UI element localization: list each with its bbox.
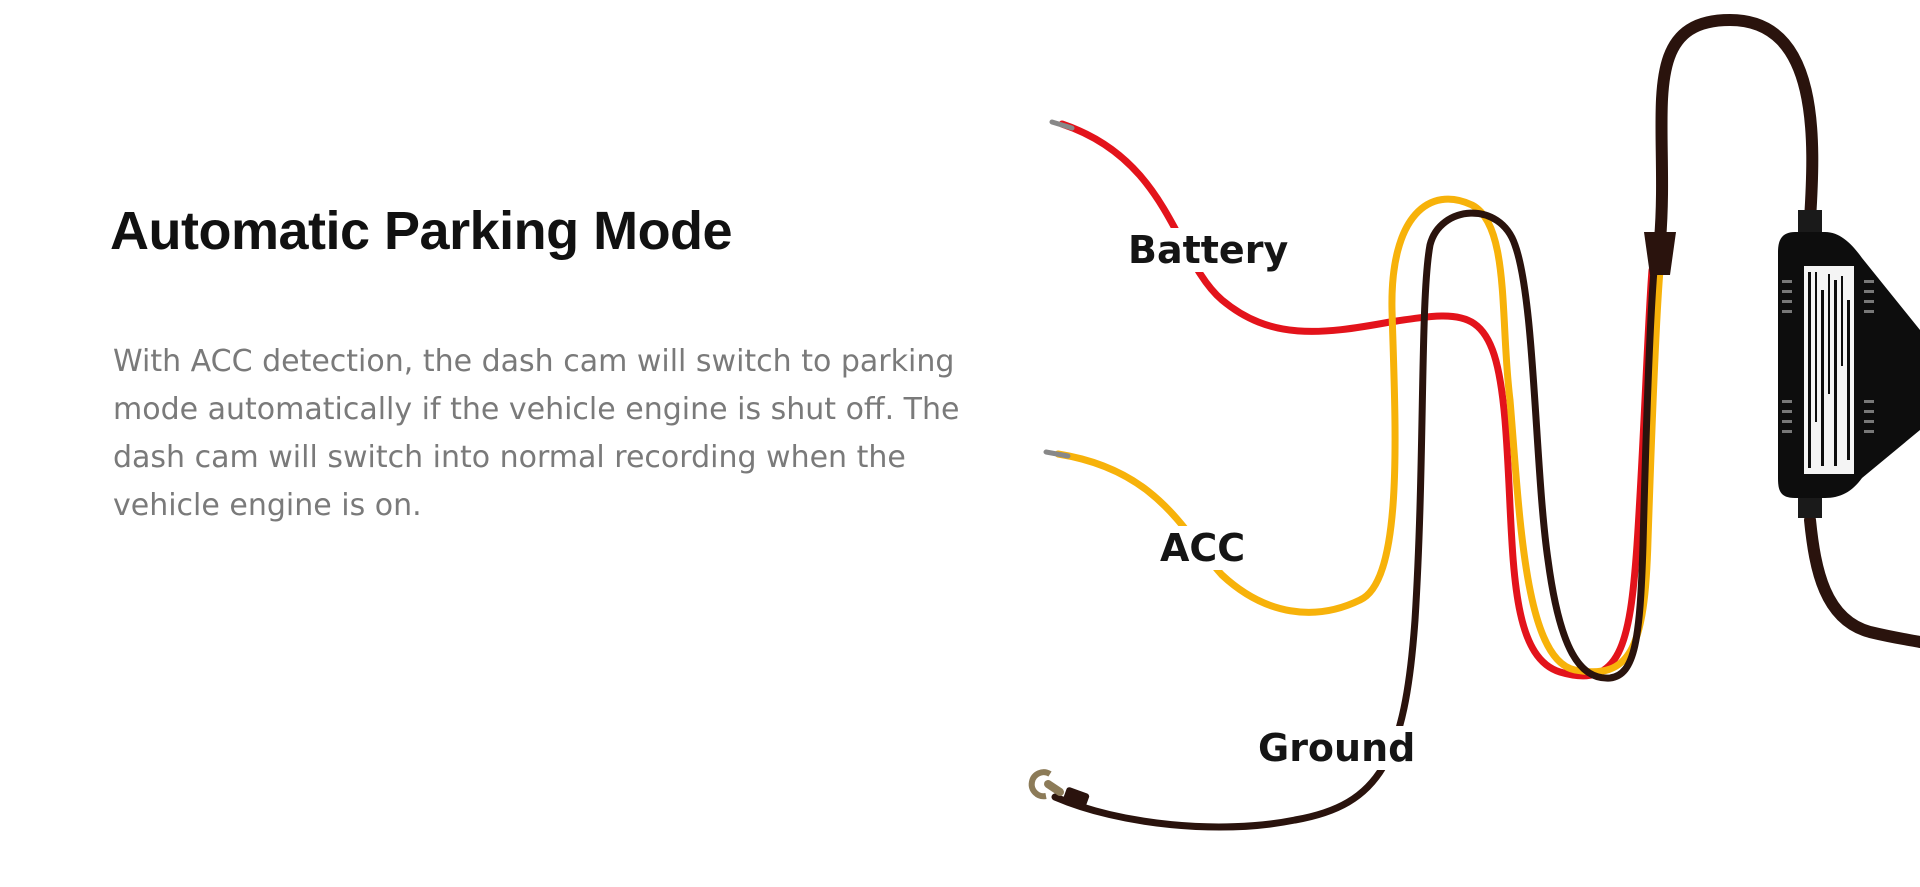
feature-description: With ACC detection, the dash cam will sw… bbox=[113, 344, 960, 523]
output-cable bbox=[1804, 514, 1920, 648]
wire-junction-sleeve bbox=[1644, 232, 1676, 275]
ring-terminal-icon bbox=[1028, 769, 1090, 809]
acc-wire-tip bbox=[1043, 449, 1071, 459]
acc-label: ACC bbox=[1154, 526, 1252, 570]
battery-wire bbox=[1058, 120, 1656, 680]
page-title: Automatic Parking Mode bbox=[110, 201, 733, 261]
battery-label: Battery bbox=[1122, 228, 1295, 272]
ground-wire bbox=[1051, 209, 1658, 831]
hardwire-converter-box bbox=[1778, 210, 1920, 518]
ground-label: Ground bbox=[1252, 726, 1422, 770]
battery-wire-tip bbox=[1049, 119, 1075, 131]
main-power-cable bbox=[1654, 13, 1819, 246]
